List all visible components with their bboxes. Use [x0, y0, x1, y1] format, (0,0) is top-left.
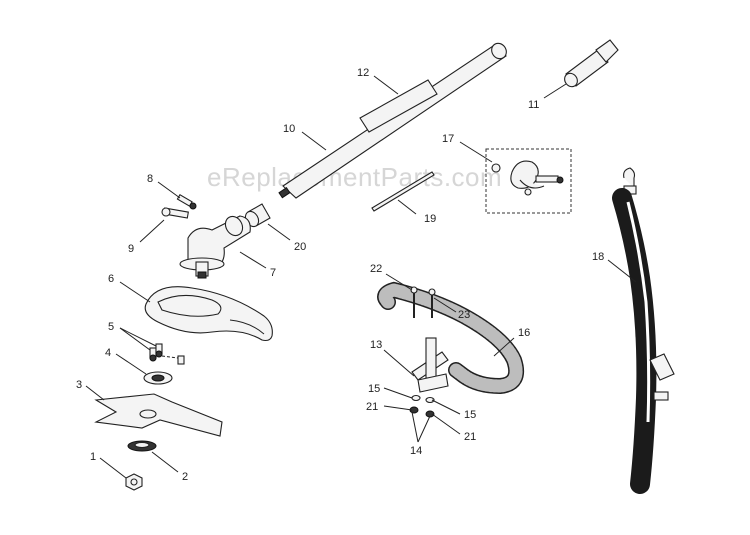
part-22-screw[interactable] — [410, 286, 418, 318]
watermark: eReplacementParts.com — [207, 162, 502, 192]
callout-12: 12 — [357, 67, 369, 79]
callout-3: 3 — [76, 379, 82, 391]
part-1-nut[interactable] — [125, 473, 143, 491]
part-17-handle-clamp[interactable] — [485, 148, 572, 214]
callout-13: 13 — [370, 339, 382, 351]
callout-14: 14 — [410, 445, 422, 457]
callout-1: 1 — [90, 451, 96, 463]
callout-labels: 12 10 11 17 8 9 20 7 19 6 5 4 3 1 2 18 2… — [76, 67, 604, 483]
callout-20: 20 — [294, 241, 306, 253]
part-13-bracket[interactable] — [411, 337, 449, 393]
callout-22: 22 — [370, 263, 382, 275]
part-10-shaft-tube[interactable] — [278, 40, 509, 199]
callout-15-left: 15 — [368, 383, 380, 395]
callout-17: 17 — [442, 133, 454, 145]
part-19-rod[interactable] — [371, 171, 435, 212]
part-16-j-handle[interactable] — [377, 281, 525, 395]
callout-9: 9 — [128, 243, 134, 255]
part-2-retainer[interactable] — [127, 440, 157, 452]
callout-6: 6 — [108, 273, 114, 285]
callout-21-right: 21 — [464, 431, 476, 443]
leader-lines — [85, 75, 637, 479]
callout-23: 23 — [458, 309, 470, 321]
part-7-gear-head[interactable] — [179, 213, 251, 279]
callout-18: 18 — [592, 251, 604, 263]
part-6-blade-guard[interactable] — [144, 286, 273, 342]
callout-11: 11 — [528, 99, 539, 111]
callout-5: 5 — [108, 321, 114, 333]
callout-4: 4 — [105, 347, 111, 359]
callout-10: 10 — [283, 123, 295, 135]
part-15-washer[interactable] — [411, 394, 435, 404]
callout-7: 7 — [270, 267, 276, 279]
part-8-screw[interactable] — [176, 194, 197, 210]
callout-15-right: 15 — [464, 409, 476, 421]
callout-19: 19 — [424, 213, 436, 225]
part-18-shoulder-strap[interactable] — [612, 167, 675, 494]
part-21-nut[interactable] — [409, 406, 435, 418]
callout-16: 16 — [518, 327, 530, 339]
part-9-bolt[interactable] — [161, 207, 189, 219]
part-23-screw[interactable] — [428, 288, 436, 318]
part-4-washer[interactable] — [143, 371, 173, 385]
callout-21-left: 21 — [366, 401, 378, 413]
part-12-label-decal — [359, 79, 438, 133]
part-5-screws[interactable] — [149, 343, 185, 365]
callout-2: 2 — [182, 471, 188, 483]
part-11-coupler[interactable] — [562, 39, 619, 89]
part-3-blade[interactable] — [94, 393, 223, 437]
callout-8: 8 — [147, 173, 153, 185]
